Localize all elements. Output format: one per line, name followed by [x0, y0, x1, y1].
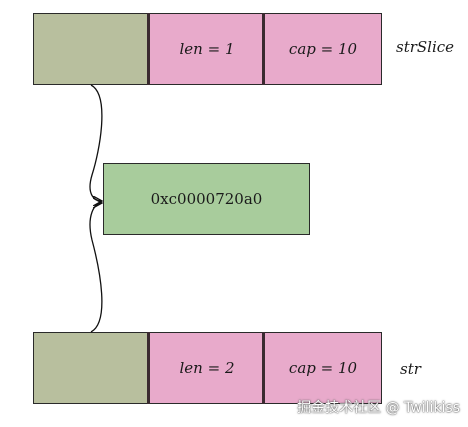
array-address-cell: 0xc0000720a0 [103, 163, 310, 235]
array-address-label: 0xc0000720a0 [150, 190, 263, 208]
strslice-len-label: len = 1 [179, 40, 235, 58]
str-cap-label: cap = 10 [288, 359, 358, 377]
strslice-divider-1 [147, 13, 150, 85]
str-len-cell: len = 2 [149, 332, 265, 404]
str-pointer-cell [33, 332, 150, 404]
strslice-divider-2 [262, 13, 265, 85]
strslice-len-cell: len = 1 [149, 13, 265, 85]
strslice-pointer-cell [33, 13, 150, 85]
str-divider-1 [147, 332, 150, 404]
str-cap-cell: cap = 10 [264, 332, 382, 404]
str-pointer-arrow [89, 203, 102, 333]
strslice-cap-cell: cap = 10 [264, 13, 382, 85]
strslice-pointer-arrow [89, 84, 102, 201]
strslice-cap-label: cap = 10 [288, 40, 358, 58]
str-len-label: len = 2 [179, 359, 235, 377]
watermark: 掘金技术社区 @ Twilikiss [297, 400, 460, 416]
str-divider-2 [262, 332, 265, 404]
str-name-label: str [400, 360, 421, 378]
strslice-name-label: strSlice [396, 38, 455, 56]
